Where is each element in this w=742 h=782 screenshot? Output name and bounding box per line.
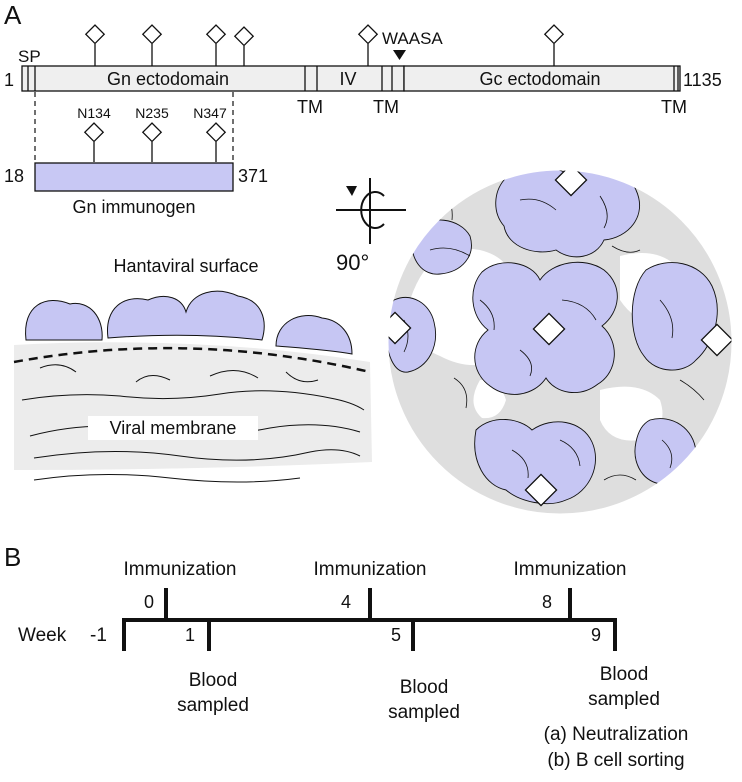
immunogen-end: 371: [238, 166, 268, 186]
blood-label-2: Blood: [400, 677, 449, 698]
membrane-label: Viral membrane: [110, 418, 237, 438]
protein-schematic: [21, 65, 681, 92]
gn-ectodomain-label: Gn ectodomain: [107, 69, 229, 89]
sp-label: SP: [18, 47, 41, 66]
immunization-label-1: Immunization: [124, 559, 237, 580]
end-number: 1135: [683, 70, 722, 90]
sampled-label-2: sampled: [388, 702, 460, 723]
week-label: Week: [18, 625, 67, 646]
panel-a-letter: A: [4, 0, 22, 30]
tm-label-2: TM: [373, 97, 399, 117]
immunogen-bar: [34, 162, 234, 192]
week-1: 1: [185, 625, 195, 645]
immunogen-label: Gn immunogen: [72, 197, 195, 217]
followup-b-cell-sorting: (b) B cell sorting: [547, 750, 684, 771]
week-5: 5: [391, 625, 401, 645]
membrane-label-bg: [88, 416, 258, 440]
glycan-markers-immunogen: [83, 122, 227, 162]
week-0: 0: [144, 592, 154, 612]
followup-neutralization: (a) Neutralization: [544, 724, 689, 745]
tm-label-1: TM: [297, 97, 323, 117]
cleavage-arrow: [393, 50, 406, 60]
rotation-icon: [336, 178, 406, 244]
immunization-label-3: Immunization: [514, 559, 627, 580]
tm-label-3: TM: [661, 97, 687, 117]
immunogen-start: 18: [4, 166, 24, 186]
timeline: [122, 588, 617, 651]
start-number: 1: [4, 70, 14, 90]
top-view-illustration: [387, 169, 733, 515]
blood-label-3: Blood: [600, 664, 649, 685]
immunization-label-2: Immunization: [314, 559, 427, 580]
glycan-label-n134: N134: [77, 105, 111, 121]
sampled-label-1: sampled: [177, 695, 249, 716]
iv-label: IV: [339, 69, 356, 89]
sampled-label-3: sampled: [588, 689, 660, 710]
panel-b-letter: B: [4, 542, 21, 572]
gc-ectodomain-label: Gc ectodomain: [479, 69, 600, 89]
week-4: 4: [341, 592, 351, 612]
immunogen-guides: [34, 92, 234, 162]
side-view-illustration: [13, 290, 372, 483]
waasa-label: WAASA: [382, 29, 443, 48]
glycan-label-n235: N235: [135, 105, 169, 121]
week-start: -1: [90, 625, 107, 646]
glycan-markers-full: [84, 24, 565, 66]
rotation-label: 90°: [336, 250, 369, 275]
glycan-label-n347: N347: [193, 105, 227, 121]
week-8: 8: [542, 592, 552, 612]
blood-label-1: Blood: [189, 670, 238, 691]
week-9: 9: [591, 625, 601, 645]
surface-label: Hantaviral surface: [113, 256, 258, 276]
